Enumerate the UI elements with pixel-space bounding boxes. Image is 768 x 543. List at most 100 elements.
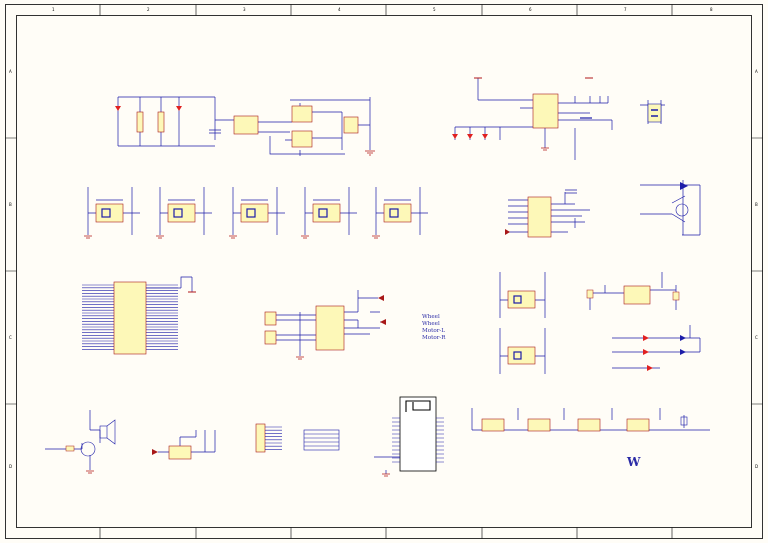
motor-connector-left [264,311,277,326]
comparator-chip [623,285,651,305]
led-d1 [115,106,121,111]
zone-col-4: 4 [338,7,341,12]
zone-col-1: 1 [52,7,55,12]
uart-bridge-parts [452,77,662,151]
ground-symbol-2 [541,147,549,151]
led-pwr [482,134,488,139]
resistor-r10 [672,291,680,301]
net-label-motor-r: Motor-R [422,335,446,341]
logic-gate-chip-2 [291,130,313,148]
arrow-out-2 [380,319,386,325]
capacitor-c5 [565,189,577,194]
motor-connector-right [264,330,277,345]
resistor-r2 [157,111,165,133]
pin-header-block [255,423,340,453]
optocoupler-sensor-1 [84,187,140,239]
zone-col-6: 6 [529,7,532,12]
pin-header-10x1 [255,423,266,453]
mcu-header-block [82,276,196,355]
led-rx [467,134,473,139]
usb-connector-pins [651,109,658,117]
resistor-r14 [65,445,75,452]
ground-symbol-3 [296,356,304,360]
indicator-led-2 [643,349,649,355]
zone-row-a: A [9,69,12,74]
zone-row-a-right: A [755,69,758,74]
optocoupler-sensor-4 [301,187,357,239]
net-label-wheel-1: Wheel [422,314,440,320]
shift-register-chip-2 [527,418,551,432]
ground-symbol-4 [86,470,94,474]
indicator-led-3 [647,365,653,371]
optocoupler-sensor-3 [229,187,285,239]
shift-register-chain [471,408,710,432]
logic-gate-chip-3 [343,116,359,134]
transistor-switch-circuit [640,180,701,236]
zone-col-8: 8 [710,7,713,12]
transistor-q1-body [680,182,688,190]
zone-col-5: 5 [433,7,436,12]
encoder-chip [527,196,552,238]
wireless-module-circuit [374,396,444,477]
ground-symbol-5 [382,473,390,477]
power-supply-parts [115,105,375,156]
comparator-circuit [586,272,701,371]
net-label-wheel-2: Wheel [422,321,440,327]
opto-sensor-b-window [513,351,522,360]
speaker-icon [106,419,116,445]
shift-register-chip-4 [626,418,650,432]
capacitor-c1 [209,129,221,134]
usb-connector [647,103,662,123]
optical-sensor-pair [499,272,546,374]
buzzer-transistor [80,441,96,457]
logic-gate-chip-1 [291,105,313,123]
diode-d6 [680,349,686,355]
wireless-module [399,396,437,472]
shift-register-chip-3 [577,418,601,432]
arrow-out-1 [378,295,384,301]
indicator-led-1 [643,335,649,341]
zone-labels: 1 2 3 4 5 6 7 8 A B C D A B C D [9,7,758,469]
arrow-out-left [505,229,510,235]
transistor-q2 [675,203,689,217]
usb-uart-chip [532,93,559,129]
uart-bridge-circuit [454,78,665,160]
resistor-r1 [136,111,144,133]
led-d2 [176,106,182,111]
motor-driver-circuit: Wheel Wheel Motor-L Motor-R [264,290,446,360]
mcu-chip [113,281,147,355]
crystal-y2 [680,416,688,426]
regulator-chip [233,115,259,135]
zone-row-b: B [9,202,12,207]
arrow-in-ldo [152,449,158,455]
zone-row-b-right: B [755,202,758,207]
net-label-motor-l: Motor-L [422,328,445,334]
zone-row-c-right: C [755,335,758,340]
resistor-r9 [586,289,594,299]
opto-sensor-a-window [513,295,522,304]
encoder-interface-circuit [505,189,590,238]
pin-header-2x5 [303,429,340,451]
optocoupler-sensor-2 [156,187,212,239]
optocoupler-sensor-row [84,187,428,239]
led-tx [452,134,458,139]
zone-col-2: 2 [147,7,150,12]
ldo-chip [168,445,192,460]
antenna-trace [405,400,431,412]
diode-d5 [680,335,686,341]
optocoupler-sensor-5 [372,187,428,239]
ground-symbol [365,150,375,156]
mcu-pin-wires [82,284,178,350]
zone-row-c: C [9,335,12,340]
ldo-regulator-circuit [152,430,216,460]
sheet-frame [5,4,763,539]
zone-col-7: 7 [624,7,627,12]
buzzer-body [99,425,108,439]
buzzer-circuit [45,410,116,474]
motor-driver-chip [315,305,345,351]
zone-row-d: D [9,464,12,469]
zone-row-d-right: D [755,464,758,469]
logo-letter: W [626,455,641,469]
